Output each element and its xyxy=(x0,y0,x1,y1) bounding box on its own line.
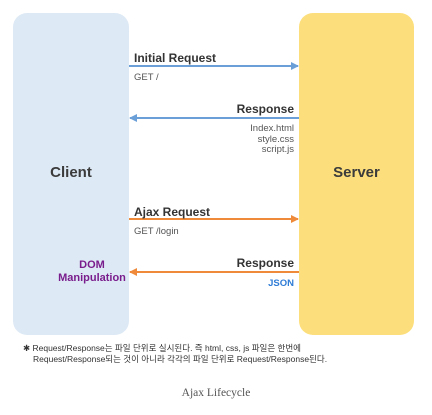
footnote-line-1: ✱ Request/Response는 파일 단위로 실시된다. 즉 html,… xyxy=(23,343,302,353)
figure-caption: Ajax Lifecycle xyxy=(181,387,251,399)
response-1-label: Response xyxy=(236,102,294,116)
server-label: Server xyxy=(333,164,380,181)
server-box: Server xyxy=(299,13,414,335)
response-2-json: JSON xyxy=(268,278,294,289)
initial-request-detail: GET / xyxy=(134,72,159,83)
dom-manipulation-label: DOM Manipulation xyxy=(58,259,126,284)
initial-request-label: Initial Request xyxy=(134,51,217,65)
response-file-html: Index.html xyxy=(250,123,294,134)
client-box: Client xyxy=(13,13,129,335)
footnote: ✱ Request/Response는 파일 단위로 실시된다. 즉 html,… xyxy=(23,343,423,365)
response-file-css: style.css xyxy=(257,133,294,145)
ajax-request-label: Ajax Request xyxy=(134,205,211,219)
footnote-line-2: Request/Response되는 것이 아니라 각각의 파일 단위로 Req… xyxy=(33,354,328,364)
response-file-js: script.js xyxy=(261,144,294,155)
ajax-request-detail: GET /login xyxy=(134,226,179,237)
response-1-files: Index.html style.css script.js xyxy=(250,123,294,156)
response-2-label: Response xyxy=(236,256,294,270)
client-label: Client xyxy=(50,164,92,181)
